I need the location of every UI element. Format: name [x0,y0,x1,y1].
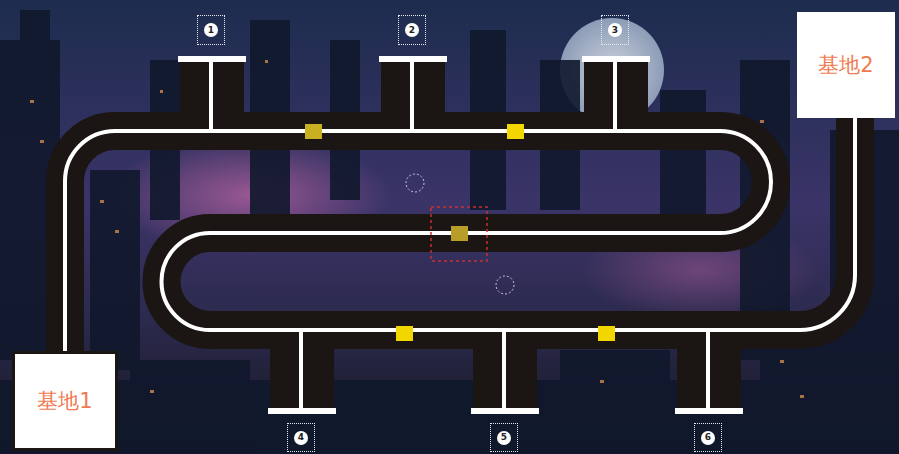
number-circle: 4 [294,431,308,445]
base-box: 基地2 [797,12,895,118]
callout-number: 4 [298,433,304,442]
station-marker: 3 [601,15,629,45]
callout-number: 6 [705,433,711,442]
number-circle: 6 [701,431,715,445]
base-label: 基地1 [37,387,92,415]
station-marker: 2 [398,15,426,45]
station-marker: 1 [197,15,225,45]
callout-number: 3 [612,26,618,35]
station-marker: 4 [287,423,315,452]
number-circle: 2 [405,23,419,37]
station-marker: 6 [694,423,722,452]
base-label: 基地2 [818,51,873,79]
callout-number: 2 [409,26,415,35]
number-circle: 5 [497,431,511,445]
number-circle: 1 [204,23,218,37]
callout-number: 1 [208,26,214,35]
callout-number: 5 [501,433,507,442]
station-marker: 5 [490,423,518,452]
base-box: 基地1 [12,351,118,451]
number-circle: 3 [608,23,622,37]
